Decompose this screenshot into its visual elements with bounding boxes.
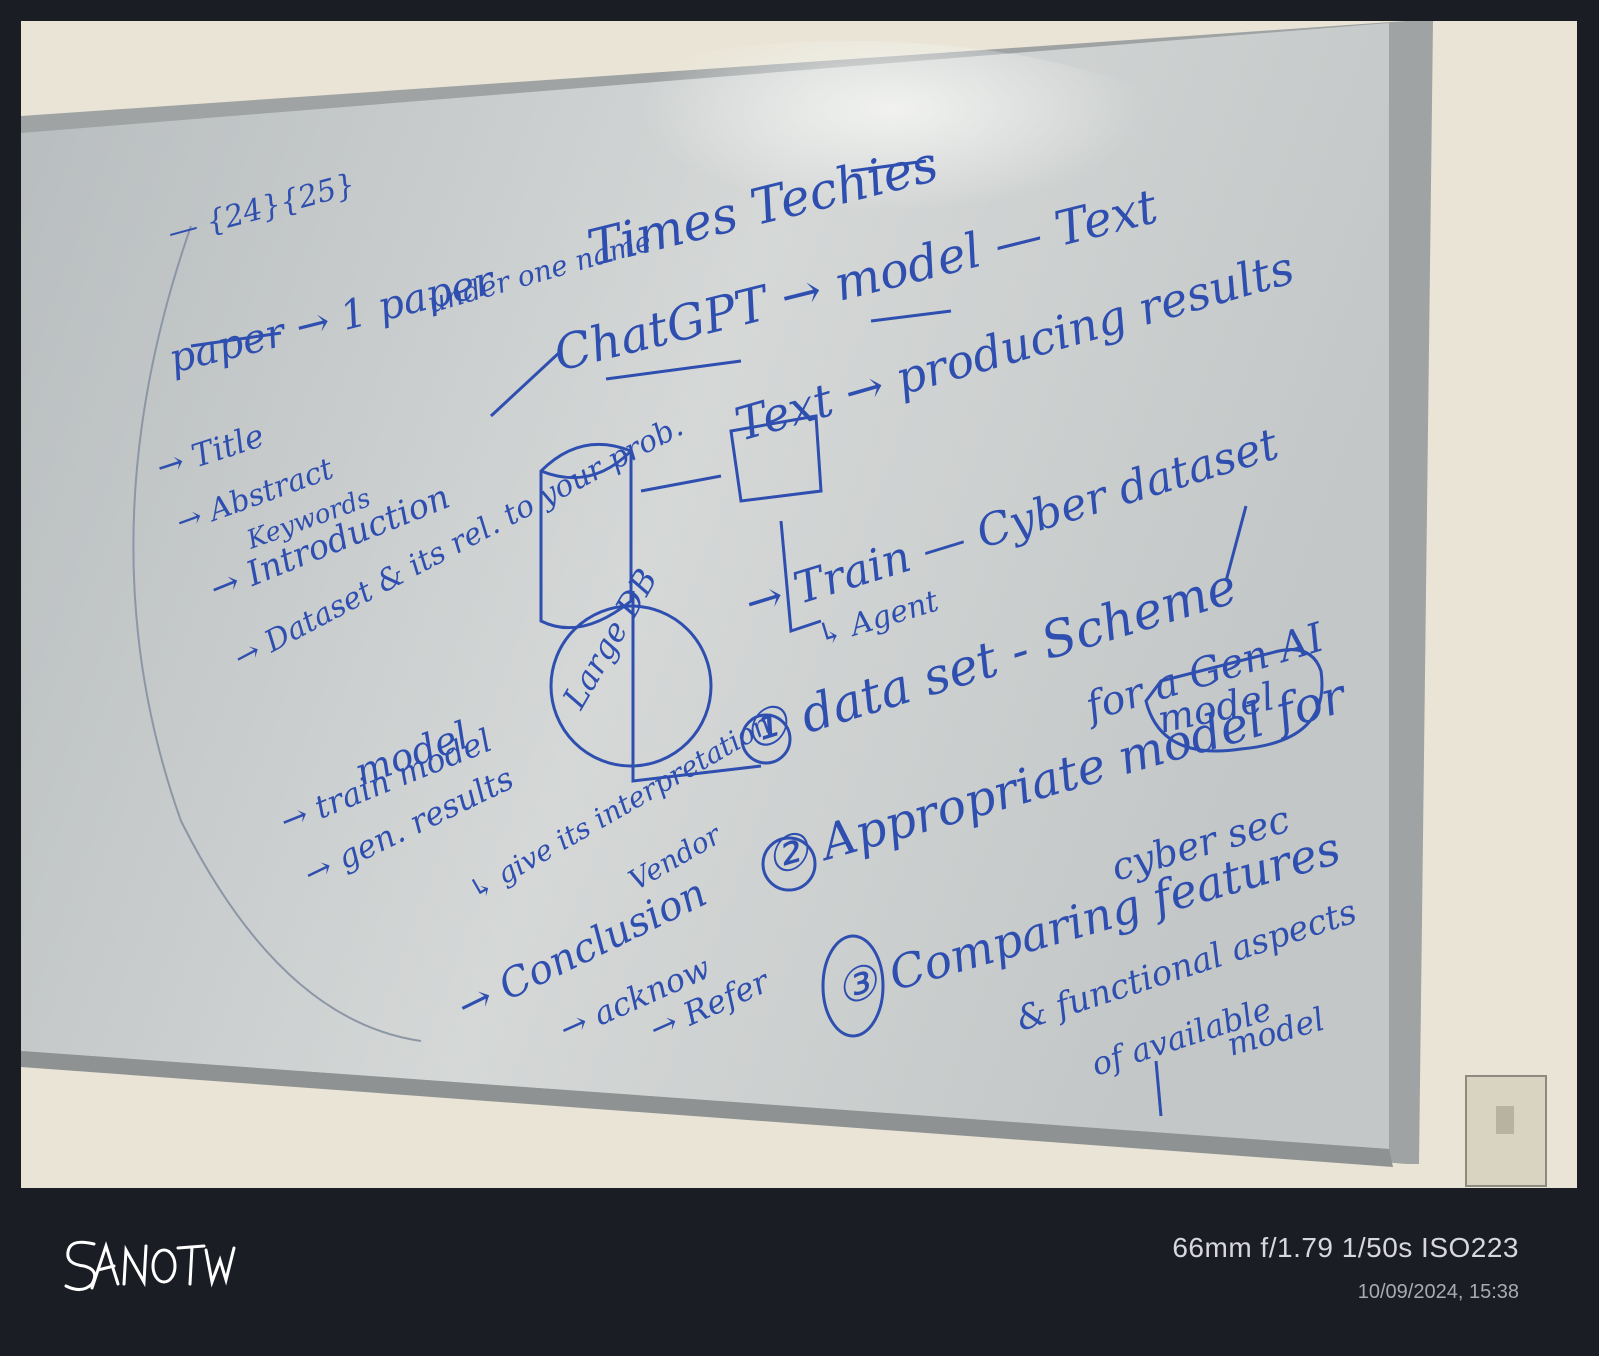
- scheme-arrow: [1224, 505, 1248, 582]
- whiteboard-scene: — {24}{25} paper → 1 paper under one nam…: [21, 21, 1577, 1188]
- slash-mark: [489, 349, 563, 418]
- whiteboard-photo: — {24}{25} paper → 1 paper under one nam…: [21, 21, 1577, 1188]
- cylinder-top: [540, 449, 633, 480]
- underline-paper: [190, 331, 282, 348]
- light-glare: [431, 41, 1271, 381]
- number-1-circle: [740, 713, 792, 765]
- tick-mark: [1154, 1060, 1163, 1117]
- capture-datetime: 10/09/2024, 15:38: [1357, 1281, 1519, 1303]
- number-3-circle: [821, 934, 885, 1038]
- model-bubble: [1144, 648, 1324, 753]
- wall-socket: [1465, 1075, 1547, 1187]
- brand-watermark: [62, 1236, 237, 1301]
- large-db-circle: [549, 604, 713, 768]
- ink-drawings: [132, 159, 1324, 1117]
- marker-tray: [21, 1051, 1393, 1167]
- db-down-arrow: [631, 591, 762, 783]
- underline-model: [870, 309, 952, 323]
- faint-bracket: [132, 225, 422, 1042]
- number-2-circle: [761, 836, 817, 892]
- text-box: [729, 414, 823, 503]
- brand-logo-icon: [64, 1240, 236, 1291]
- socket-switch: [1496, 1106, 1514, 1134]
- underline-chatgpt: [605, 359, 742, 381]
- underline-techies: [850, 159, 927, 173]
- connector-line: [640, 474, 722, 493]
- exif-readout: 66mm f/1.79 1/50s ISO223: [1172, 1232, 1519, 1263]
- agent-branch: [779, 520, 822, 634]
- camera-info-bar: [0, 1188, 1599, 1356]
- cylinder-body: [539, 442, 633, 630]
